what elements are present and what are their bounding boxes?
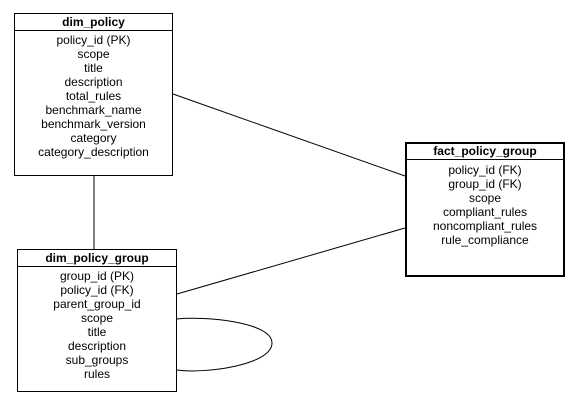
attribute-group-id: group_id (PK) — [59, 269, 135, 283]
attribute-parent-group-id: parent_group_id — [53, 297, 141, 311]
attribute-benchmark-name: benchmark_name — [45, 103, 142, 117]
attribute-rules: rules — [83, 367, 110, 381]
attribute-title: title — [84, 61, 103, 75]
attribute-group-id: group_id (FK) — [448, 177, 522, 191]
attribute-list: policy_id (PK) scope title description t… — [15, 31, 172, 159]
entity-dim-policy[interactable]: dim_policy policy_id (PK) scope title de… — [14, 13, 173, 176]
entity-title: dim_policy — [15, 14, 172, 31]
attribute-policy-id: policy_id (PK) — [56, 33, 131, 47]
entity-dim-policy-group[interactable]: dim_policy_group group_id (PK) policy_id… — [17, 249, 177, 392]
attribute-compliant-rules: compliant_rules — [442, 205, 528, 219]
attribute-category: category — [70, 131, 117, 145]
attribute-policy-id: policy_id (FK) — [60, 283, 134, 297]
relationship-dim-policy-to-fact-policy-group — [172, 93, 406, 177]
entity-fact-policy-group[interactable]: fact_policy_group policy_id (FK) group_i… — [405, 142, 565, 277]
attribute-rule-compliance: rule_compliance — [441, 233, 529, 247]
attribute-scope: scope — [77, 47, 110, 61]
attribute-total-rules: total_rules — [65, 89, 122, 103]
attribute-noncompliant-rules: noncompliant_rules — [432, 219, 538, 233]
attribute-list: group_id (PK) policy_id (FK) parent_grou… — [18, 267, 176, 381]
relationship-dim-policy-group-self-reference — [176, 317, 273, 372]
attribute-title: title — [87, 325, 107, 339]
entity-title: fact_policy_group — [407, 144, 563, 160]
attribute-description: description — [67, 339, 127, 353]
attribute-scope: scope — [80, 311, 114, 325]
attribute-list: policy_id (FK) group_id (FK) scope compl… — [407, 160, 563, 247]
entity-title: dim_policy_group — [18, 250, 176, 267]
attribute-scope: scope — [468, 191, 502, 205]
attribute-category-description: category_description — [38, 145, 149, 159]
attribute-policy-id: policy_id (FK) — [448, 163, 522, 177]
attribute-description: description — [64, 75, 123, 89]
attribute-benchmark-version: benchmark_version — [41, 117, 146, 131]
attribute-sub-groups: sub_groups — [65, 353, 129, 367]
relationship-dim-policy-group-to-fact-policy-group — [176, 227, 406, 295]
